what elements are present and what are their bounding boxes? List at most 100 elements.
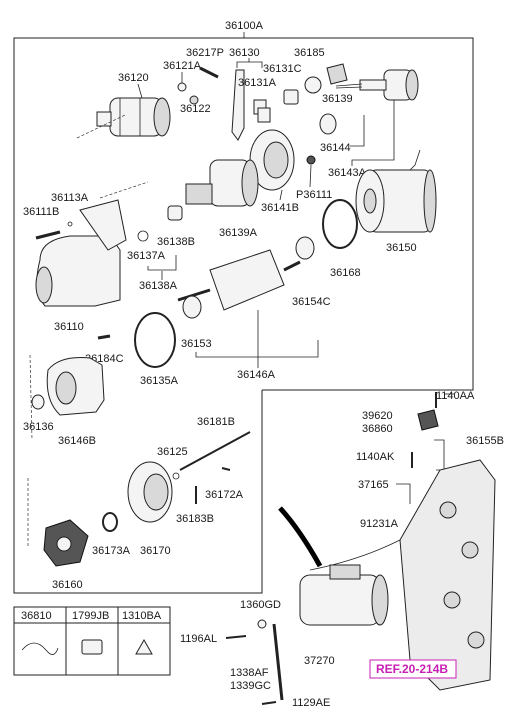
end-frame-36170: [127, 461, 173, 523]
label-36110: 36110: [54, 321, 84, 333]
label-1129AE: 1129AE: [292, 697, 330, 709]
label-36168: 36168: [330, 267, 361, 279]
starter-motor-installed: [299, 564, 389, 626]
label-36144: 36144: [320, 142, 351, 154]
connector-icon-1799JB: [81, 639, 103, 655]
bracket-37165: [396, 483, 411, 504]
ground-cable-37270: [272, 623, 284, 701]
label-36172A: 36172A: [205, 489, 244, 501]
label-36141B: 36141B: [261, 202, 299, 214]
nut-1360GD: [257, 619, 267, 629]
label-36136: 36136: [23, 421, 54, 433]
label-36121A: 36121A: [163, 60, 202, 72]
bearing-36153: [182, 295, 202, 319]
label-36139A: 36139A: [219, 227, 258, 239]
label-1339GC: 1339GC: [230, 680, 271, 692]
label-36111B: 36111B: [23, 206, 59, 218]
label-36130: 36130: [229, 47, 260, 59]
wire-icon-36810: [21, 642, 59, 655]
washer-36136: [31, 394, 45, 410]
label-1140AK: 1140AK: [356, 451, 395, 463]
assembly-frame: [13, 37, 474, 594]
center-housing-36141B: [249, 129, 295, 191]
label-36160: 36160: [52, 579, 83, 591]
label-36138B: 36138B: [157, 236, 195, 248]
label-36138A: 36138A: [139, 280, 178, 292]
brush-holder-36160: [43, 519, 89, 567]
label-36153: 36153: [181, 338, 212, 350]
legend-header-36810: 36810: [21, 610, 52, 622]
o-ring-36185: [304, 76, 322, 94]
pin-36172A: [221, 467, 231, 471]
ring-36135A: [134, 312, 176, 368]
front-housing-36110: [35, 199, 127, 307]
label-36120: 36120: [118, 72, 149, 84]
location-arrow: [278, 506, 323, 568]
label-36154C: 36154C: [292, 296, 331, 308]
label-1196AL: 1196AL: [180, 633, 217, 645]
nut-36121A: [177, 82, 187, 92]
label-37270: 37270: [304, 655, 335, 667]
block-36131C: [283, 89, 299, 105]
label-36122: 36122: [180, 103, 211, 115]
solenoid-switch-36120: [96, 97, 171, 137]
ref-box: [369, 659, 457, 679]
parts-legend-table: 36810 1799JB 1310BA: [13, 606, 171, 676]
rear-cover-36146B: [46, 357, 105, 416]
pin-36217P: [199, 66, 219, 79]
legend-header-1310BA: 1310BA: [122, 610, 162, 622]
bolt-1196AL: [225, 635, 247, 639]
bearing-36154C: [295, 236, 315, 260]
bracket-36155B: [434, 439, 445, 471]
bolt-36111B: [35, 230, 61, 240]
label-36113A: 36113A: [51, 192, 89, 204]
o-ring-36168: [322, 199, 358, 249]
label-36100A: 36100A: [225, 20, 264, 32]
label-36217P: 36217P: [186, 47, 224, 59]
label-36139: 36139: [322, 93, 353, 105]
nut-icon-1310BA: [135, 638, 153, 655]
through-bolt-36181B: [179, 431, 251, 471]
label-36146B: 36146B: [58, 435, 96, 447]
label-1338AF: 1338AF: [230, 667, 269, 679]
label-36131A: 36131A: [238, 77, 277, 89]
legend-header-1799JB: 1799JB: [72, 610, 109, 622]
bolt-1129AE: [261, 701, 277, 705]
label-36135A: 36135A: [140, 375, 179, 387]
overrunning-clutch-36139A: [185, 159, 259, 207]
bearing-36144: [319, 113, 337, 135]
engine-block: [399, 459, 496, 691]
o-ring-36173A: [102, 512, 118, 532]
label-37165: 37165: [358, 479, 389, 491]
label-36173A: 36173A: [92, 545, 131, 557]
label-36155B: 36155B: [466, 435, 504, 447]
planetary-shaft-36143A: [335, 69, 419, 101]
washer-36125: [172, 472, 180, 480]
label-ref: REF.20-214B: [376, 662, 448, 676]
label-39620: 39620: [362, 410, 393, 422]
label-36185: 36185: [294, 47, 325, 59]
washer-36122: [189, 95, 199, 105]
label-36143A: 36143A: [328, 167, 367, 179]
label-91231A: 91231A: [360, 518, 399, 530]
snap-ring-36137A: [137, 230, 149, 242]
bolt-36184C: [97, 334, 111, 340]
label-36170: 36170: [140, 545, 171, 557]
label-36125: 36125: [157, 446, 188, 458]
washer-36113A: [67, 221, 73, 227]
label-36183B: 36183B: [176, 513, 214, 525]
drive-lever-36130: [231, 69, 245, 141]
label-36131C: 36131C: [263, 63, 302, 75]
collar-36138B: [167, 205, 183, 221]
label-36137A: 36137A: [127, 250, 166, 262]
armature-36146A: [177, 249, 301, 311]
label-1360GD: 1360GD: [240, 599, 281, 611]
label-36860: 36860: [362, 423, 393, 435]
label-P36111: P36111: [296, 189, 332, 201]
sensor-39620: [417, 409, 439, 431]
label-36150: 36150: [386, 242, 417, 254]
screw-P36111: [306, 155, 316, 165]
label-36181B: 36181B: [197, 416, 235, 428]
cap-36185: [326, 63, 348, 85]
